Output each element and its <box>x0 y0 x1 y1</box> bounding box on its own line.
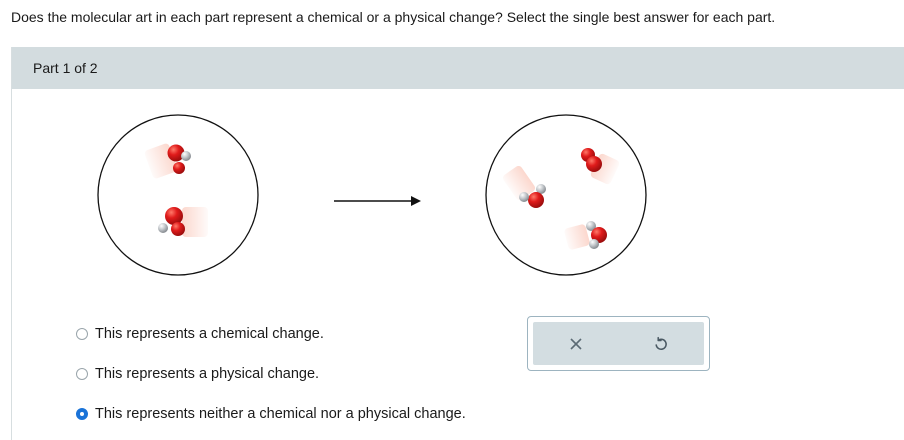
question-text: Does the molecular art in each part repr… <box>11 9 776 25</box>
close-icon <box>570 338 582 350</box>
clear-button[interactable] <box>561 330 591 358</box>
water-molecule <box>564 221 607 250</box>
after-container <box>485 114 647 276</box>
molecular-art-diagram <box>97 114 647 276</box>
answer-toolbar <box>527 316 710 371</box>
answer-toolbar-inner <box>533 322 704 365</box>
before-container <box>97 114 259 276</box>
radio-button[interactable] <box>76 368 88 380</box>
answer-option-label: This represents a physical change. <box>95 366 320 382</box>
radio-button[interactable] <box>76 328 88 340</box>
answer-option-physical[interactable]: This represents a physical change. <box>76 366 319 382</box>
answer-option-chemical[interactable]: This represents a chemical change. <box>76 326 324 342</box>
undo-icon <box>655 336 667 350</box>
answer-option-label: This represents a chemical change. <box>95 326 324 342</box>
water-molecule <box>502 165 546 208</box>
undo-button[interactable] <box>646 330 676 358</box>
water-molecule <box>144 143 191 179</box>
oxygen-molecule <box>581 148 620 185</box>
water-molecule <box>158 207 208 237</box>
answer-option-label: This represents neither a chemical nor a… <box>95 406 466 422</box>
part-label: Part 1 of 2 <box>33 60 98 76</box>
reaction-arrow <box>334 196 421 206</box>
answer-option-neither[interactable]: This represents neither a chemical nor a… <box>76 406 466 422</box>
radio-button-selected[interactable] <box>76 408 88 420</box>
part-header: Part 1 of 2 <box>12 47 904 89</box>
